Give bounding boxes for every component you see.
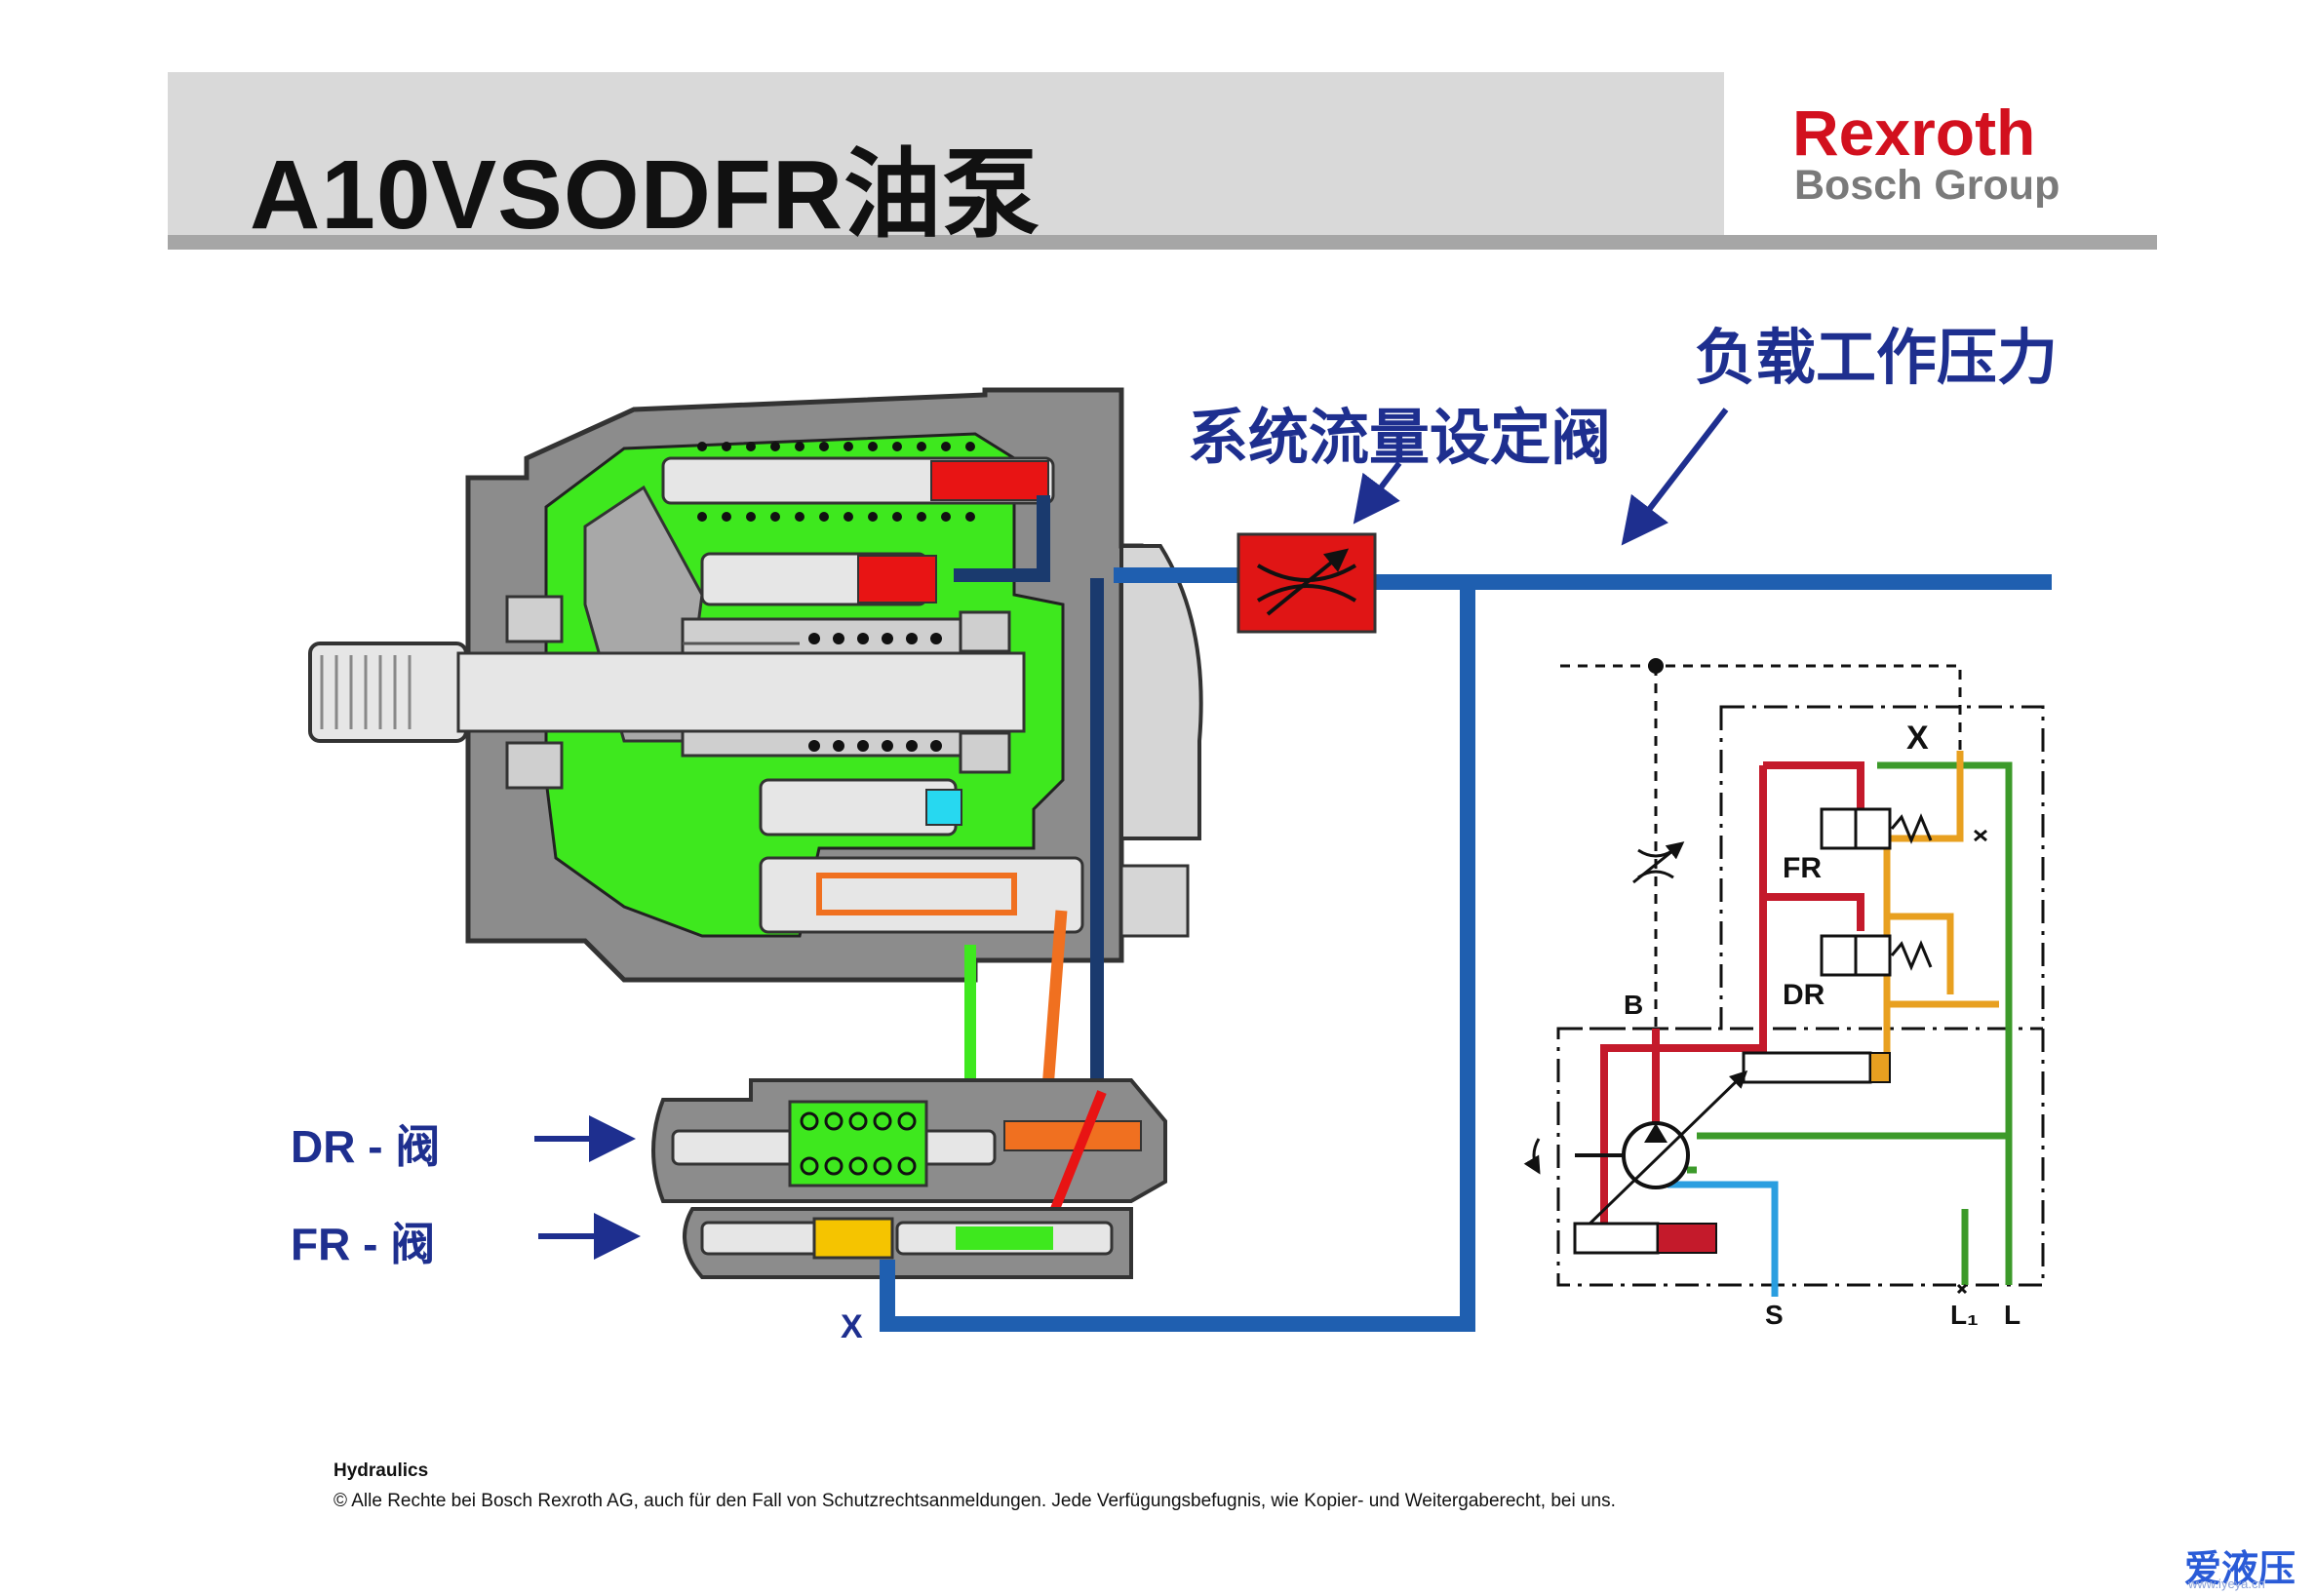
load-pressure-label: 负载工作压力 <box>1695 322 2059 393</box>
pipe-x-line <box>880 574 1475 1332</box>
dr-spring <box>800 1111 917 1176</box>
schematic-label-x: X <box>1906 720 1929 757</box>
bias-piston <box>1573 1222 1660 1255</box>
page-title: A10VSODFR油泵 <box>250 140 1041 250</box>
schematic-red-lines <box>1600 761 1864 1237</box>
piston-lower-cyan <box>925 789 962 826</box>
pilot-line <box>1560 664 1962 751</box>
schematic-orange-lines <box>1883 751 1999 1053</box>
front-bearing-upper <box>505 595 564 643</box>
pump-body <box>308 387 1203 983</box>
footer-copyright: © Alle Rechte bei Bosch Rexroth AG, auch… <box>334 1491 1616 1511</box>
flow-set-valve <box>1236 532 1377 634</box>
shaft-splines <box>320 655 412 729</box>
passage-high-pressure <box>954 495 1050 582</box>
dr-valve-label: DR - 阀 <box>291 1121 441 1172</box>
bias-spring <box>1657 1223 1717 1254</box>
rexroth-logo: Rexroth Bosch Group <box>1792 96 2104 222</box>
end-cap <box>1119 544 1203 840</box>
schematic-blue-line <box>1668 1181 1779 1297</box>
arrow-to-flow-valve <box>1353 461 1402 525</box>
stroking-cylinder <box>1742 1051 1872 1084</box>
blue-pipework <box>880 567 2052 1332</box>
dr-orange-land <box>1003 1120 1142 1151</box>
fr-valve-block <box>683 1207 1133 1279</box>
schematic-label-b: B <box>1624 990 1643 1020</box>
footer-division: Hydraulics <box>334 1460 429 1481</box>
fr-spring-yellow <box>812 1217 894 1260</box>
control-piston-orange <box>816 873 1017 915</box>
rear-bearing-upper <box>959 610 1011 653</box>
main-shaft <box>456 651 1026 733</box>
rear-bearing-lower <box>959 731 1011 774</box>
flow-valve-label: 系统流量设定阀 <box>1188 402 1612 473</box>
fr-green-land <box>956 1226 1053 1250</box>
hydraulic-schematic: X FR DR B S L₁ L <box>1523 658 2045 1330</box>
piston-top-red <box>930 460 1049 501</box>
fr-adjuster <box>700 1221 821 1256</box>
schematic-label-l1: L₁ <box>1950 1300 1979 1330</box>
schematic-label-fr: FR <box>1783 852 1822 884</box>
schematic-label-s: S <box>1765 1300 1784 1330</box>
springs <box>697 442 975 752</box>
schematic-label-l: L <box>2004 1300 2021 1330</box>
drive-shaft-stub <box>308 642 468 743</box>
dr-valve-block <box>651 1078 1167 1240</box>
x-port-label: X <box>841 1308 863 1345</box>
schematic-green-lines <box>1687 761 2013 1285</box>
watermark-logo: 爱液压 <box>2184 1549 2296 1590</box>
piston-upper-red <box>857 555 937 603</box>
control-piston <box>759 856 1084 934</box>
schematic-label-dr: DR <box>1783 979 1825 1011</box>
header-band <box>168 72 1724 235</box>
front-bearing-lower <box>505 741 564 790</box>
header-rule <box>168 235 2157 250</box>
logo-group: Bosch Group <box>1794 162 2060 209</box>
watermark-url: www.iyeya.cn <box>2188 1577 2265 1591</box>
logo-brand: Rexroth <box>1792 97 2036 169</box>
internal-passages <box>954 495 1104 1089</box>
port-plug <box>1119 864 1190 938</box>
passage-orange <box>1041 910 1068 1089</box>
fr-valve-label: FR - 阀 <box>291 1219 436 1269</box>
arrow-to-load-line <box>1621 408 1729 546</box>
